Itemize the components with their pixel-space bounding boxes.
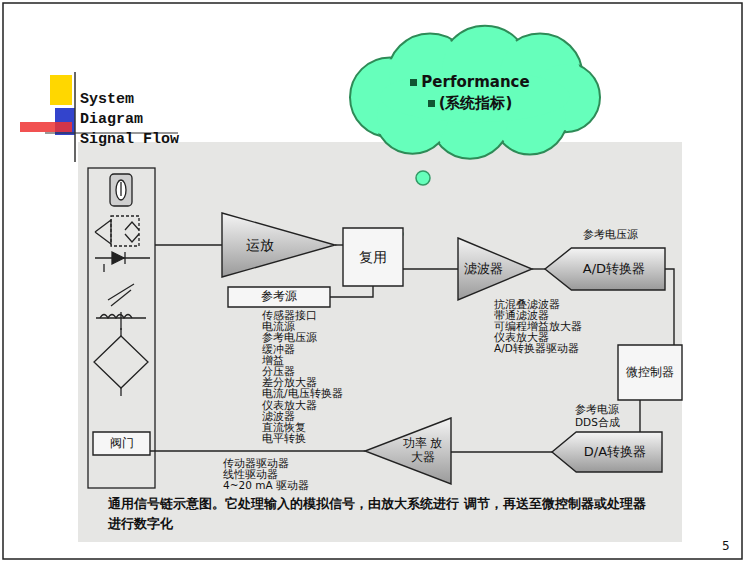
signal-line [150, 450, 365, 451]
annotation-text: 电流/电压转换器 [262, 388, 343, 400]
annotation-text: 差分放大器 [262, 377, 317, 389]
box-outline [618, 345, 682, 400]
reference-box: 参考源 [228, 287, 330, 307]
power-amp-triangle: 功率 放大器 [365, 418, 451, 484]
shape-outline [365, 418, 451, 484]
block-label: A/D转换器 [583, 262, 645, 277]
scan-ground [78, 142, 682, 542]
callout-line: (系统指标) [428, 95, 513, 112]
slide-title: System Diagram Signal Flow [80, 90, 192, 150]
triangle-outline [458, 238, 532, 300]
triangle-outline [365, 418, 451, 484]
pentagon-outline [552, 432, 662, 472]
annotation-text: 传感器接口 [262, 310, 317, 322]
annotation-text: 缓冲器 [262, 344, 295, 356]
annotation-text: 可编程增益放大器 [494, 321, 582, 333]
filter-triangle: 滤波器 [458, 238, 532, 300]
annotation-text: 4~20 mA 驱动器 [223, 480, 309, 492]
annotation-text: 仪表放大器 [262, 400, 317, 412]
block-label: 运放 [246, 237, 274, 253]
annotation-text: 电平转换 [262, 433, 306, 445]
annotation-text: 抗混叠滤波器 [494, 299, 560, 311]
annotation-text: 滤波器 [262, 411, 295, 423]
block-label: 微控制器 [626, 366, 674, 380]
signal-line [451, 451, 552, 452]
annotation-text: 参考电源 [575, 404, 619, 416]
amplifier-triangle: 运放 [222, 213, 335, 277]
shape-outline [345, 50, 595, 136]
page-number: 5 [722, 540, 730, 553]
thought-bubble [416, 171, 430, 185]
figure-caption: 通用信号链示意图。它处理输入的模拟信号，由放大系统进行 调节，再送至微控制器或处… [108, 494, 656, 534]
callout-text: Performance [421, 74, 529, 91]
signal-line [403, 268, 458, 269]
decor-line [74, 72, 76, 162]
block-label: 阀门 [110, 437, 134, 451]
block-label: 滤波器 [464, 262, 503, 277]
box-outline [93, 432, 150, 455]
triangle-outline [222, 213, 335, 277]
signal-line [639, 400, 640, 432]
annotation-text: DDS合成 [575, 417, 620, 429]
cloud-fill [380, 71, 570, 123]
annotation-text: 带通滤波器 [494, 310, 549, 322]
annotation-text: 仪表放大器 [494, 332, 549, 344]
signal-line [665, 269, 674, 345]
slide-border [3, 3, 742, 559]
block-label: 功率 放大器 [397, 437, 448, 465]
annotation-text: 电流源 [262, 321, 295, 333]
box-outline [228, 287, 330, 307]
callout-text: (系统指标) [439, 95, 513, 112]
decor-bar [20, 122, 72, 132]
block-label: D/A转换器 [584, 445, 646, 460]
decor-square [50, 75, 72, 105]
valve-box: 阀门 [93, 432, 150, 455]
annotation-text: 参考电压源 [262, 332, 317, 344]
block-label: 参考源 [261, 290, 297, 304]
mux-box: 复用 [343, 228, 403, 286]
pentagon-outline [545, 248, 665, 290]
microcontroller-box: 微控制器 [618, 345, 682, 400]
annotation-text: 直流恢复 [262, 422, 306, 434]
bullet-square [410, 79, 417, 86]
callout-line: Performance [410, 74, 529, 91]
annotation-text: 参考电压源 [583, 229, 638, 241]
annotation-text: A/D转换器驱动器 [494, 343, 579, 355]
annotation-text: 传动器驱动器 [223, 458, 289, 470]
annotation-text: 增益 [262, 355, 284, 367]
adc-block: A/D转换器 [545, 248, 665, 290]
annotation-text: 分压器 [262, 366, 295, 378]
callout-cloud: Performance (系统指标) [345, 50, 595, 136]
annotation-text: 线性驱动器 [223, 469, 278, 481]
signal-line [330, 286, 373, 297]
block-label: 复用 [359, 249, 387, 265]
shape-outline [222, 213, 335, 277]
sensor-panel [88, 168, 222, 488]
dac-block: D/A转换器 [552, 432, 662, 472]
signal-line [532, 268, 545, 269]
bullet-square [428, 100, 435, 107]
box-outline [343, 228, 403, 286]
